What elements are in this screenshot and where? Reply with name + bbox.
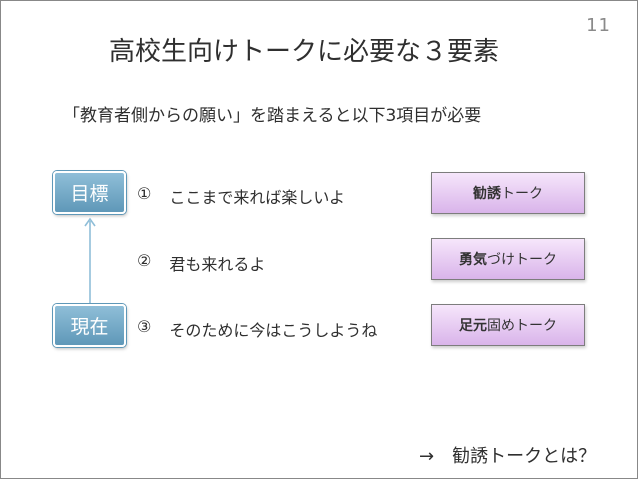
talk-box-recruit: 勧誘トーク [431, 172, 585, 214]
footer-note: → 勧誘トークとは？ [419, 446, 597, 467]
talk-box-bold: 足元 [459, 318, 487, 334]
talk-box-rest: トーク [501, 186, 543, 202]
talk-box-foundation: 足元固めトーク [431, 304, 585, 346]
talk-box-encourage: 勇気づけトーク [431, 238, 585, 280]
list-item: ② 君も来れるよ [137, 251, 265, 275]
slide-subtitle: 「教育者側からの願い」を踏まえると以下3項目が必要 [63, 106, 482, 126]
talk-box-bold: 勧誘 [473, 186, 501, 202]
talk-box-bold: 勇気 [459, 252, 487, 268]
arrow-up-icon [84, 217, 96, 305]
item-text: ここまで来れば楽しいよ [169, 188, 346, 207]
item-number: ③ [137, 317, 152, 336]
page-number: 11 [586, 15, 611, 36]
talk-box-rest: 固めトーク [487, 318, 557, 334]
goal-marker: 目標 [53, 171, 126, 214]
slide-title: 高校生向けトークに必要な３要素 [109, 37, 500, 67]
current-marker: 現在 [53, 304, 126, 347]
talk-box-rest: づけトーク [487, 252, 557, 268]
item-number: ② [137, 251, 152, 270]
item-text: そのために今はこうしようね [169, 321, 378, 340]
list-item: ③ そのために今はこうしようね [137, 317, 377, 341]
item-number: ① [137, 184, 152, 203]
list-item: ① ここまで来れば楽しいよ [137, 184, 345, 208]
item-text: 君も来れるよ [169, 255, 266, 274]
